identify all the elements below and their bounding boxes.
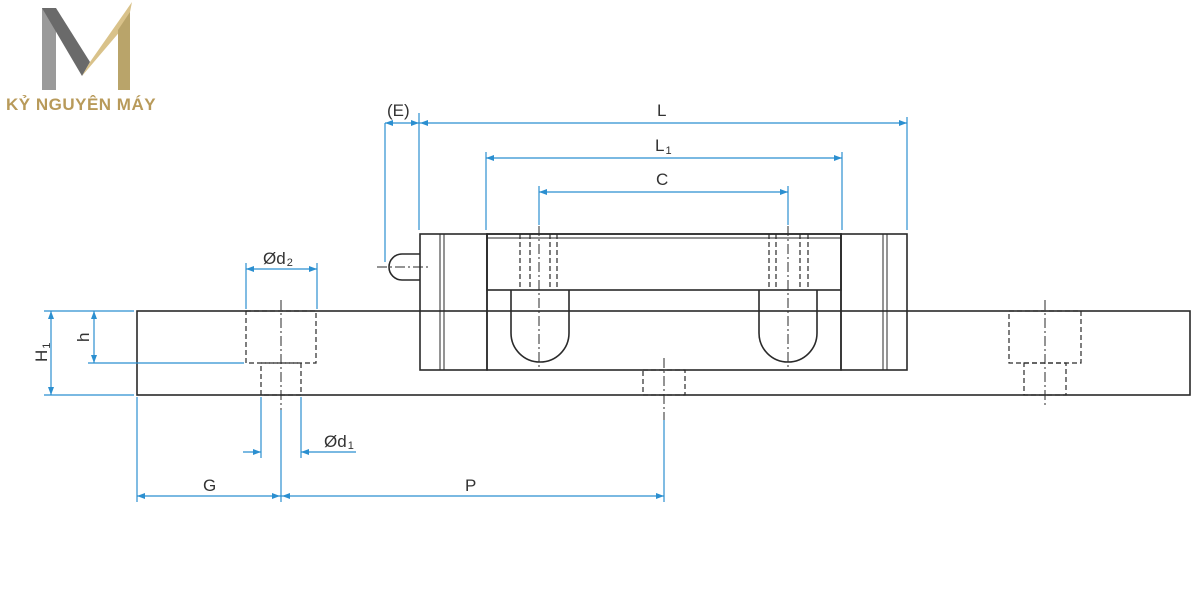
label-P: P: [465, 476, 476, 495]
logo-m-right: [118, 12, 130, 90]
rail: [136, 300, 1191, 410]
label-E: (E): [387, 101, 410, 120]
label-d2: Ød2: [263, 249, 293, 269]
dimension-h: h: [74, 310, 244, 364]
grease-nipple: [388, 253, 420, 281]
label-H1: H1: [32, 343, 53, 362]
dimension-d2: Ød2: [245, 249, 318, 309]
label-d1: Ød1: [324, 432, 354, 452]
dimension-L1: L1: [485, 136, 843, 230]
label-L: L: [657, 101, 666, 120]
dimension-C: C: [538, 170, 789, 225]
carriage: [377, 190, 908, 500]
end-seal-right-inner: [882, 233, 888, 371]
ball-channel-left: [510, 290, 570, 363]
brand-logo: KỶ NGUYÊN MÁY: [6, 2, 156, 114]
dimension-E: (E): [384, 101, 420, 262]
brand-name: KỶ NGUYÊN MÁY: [6, 95, 156, 114]
ball-channel-right: [758, 290, 818, 363]
dimension-H1: H1: [32, 310, 134, 396]
dimension-L: L: [419, 101, 908, 230]
block-top-flange: [486, 233, 842, 291]
end-seal-left-inner: [439, 233, 445, 371]
end-seal-right: [886, 233, 908, 371]
dimension-P: P: [281, 420, 665, 502]
label-C: C: [656, 170, 668, 189]
dimension-d1: Ød1: [243, 397, 356, 458]
label-L1: L1: [655, 136, 672, 157]
logo-m-left: [42, 8, 56, 90]
dimension-G: G: [136, 397, 282, 502]
end-cap-left: [419, 233, 488, 371]
label-G: G: [203, 476, 216, 495]
logo-m-diag-right: [82, 2, 132, 76]
end-seal-left: [419, 233, 441, 371]
logo-m-diag-left: [42, 8, 90, 76]
end-cap-right: [840, 233, 908, 371]
label-h: h: [74, 333, 93, 342]
